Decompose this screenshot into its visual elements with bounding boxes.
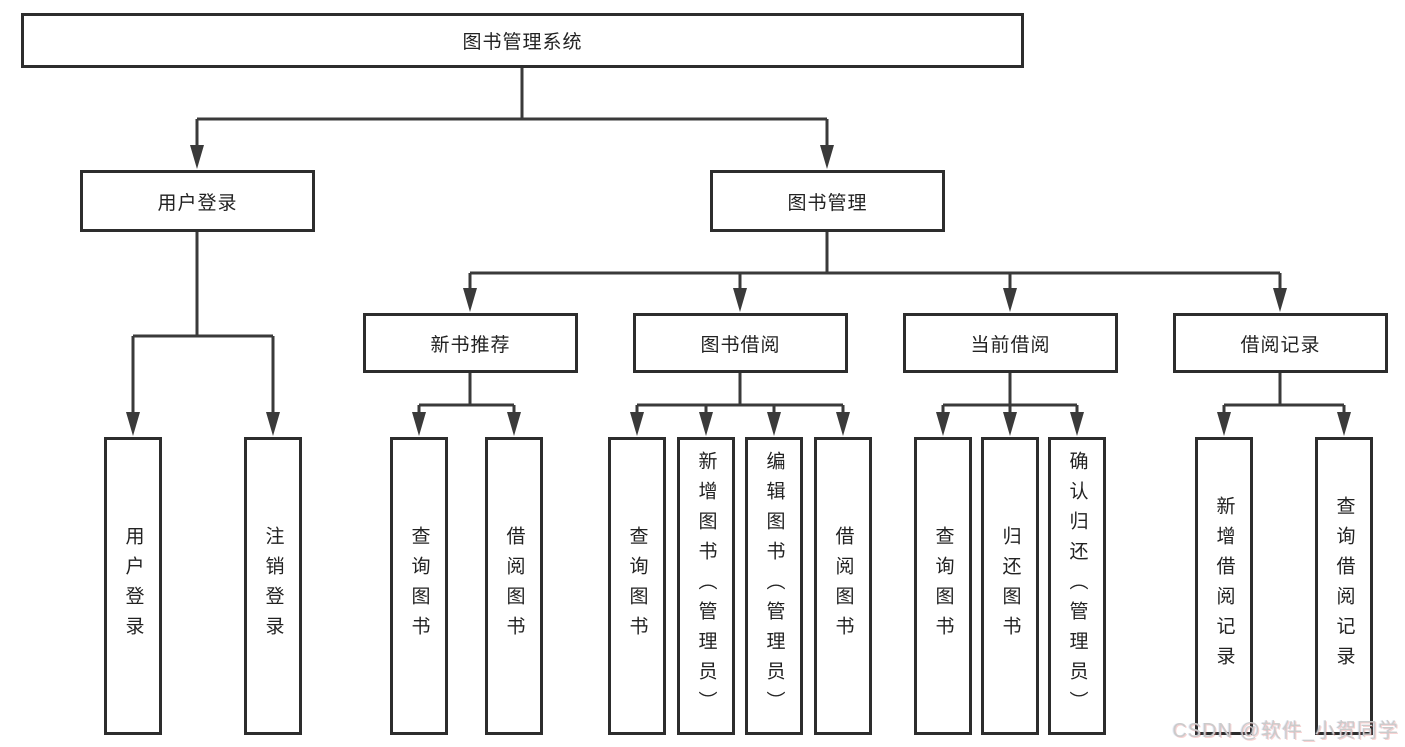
leaf-current-return-book-label: 归还图书 [999, 526, 1021, 646]
leaf-newbooks-query-book: 查询图书 [390, 437, 448, 735]
node-root: 图书管理系统 [21, 13, 1024, 68]
node-current-borrow-label: 当前借阅 [970, 334, 1051, 356]
leaf-borrow-add-book-admin-label: 新增图书（管理员） [695, 451, 717, 721]
leaf-records-add-record-label: 新增借阅记录 [1213, 496, 1235, 676]
arrowheads [126, 145, 1351, 436]
leaf-borrow-query-book-label: 查询图书 [626, 526, 648, 646]
leaf-borrow-edit-book-admin: 编辑图书（管理员） [745, 437, 803, 735]
leaf-borrow-query-book: 查询图书 [608, 437, 666, 735]
leaf-borrow-add-book-admin: 新增图书（管理员） [677, 437, 735, 735]
node-user-login: 用户登录 [80, 170, 315, 232]
leaf-current-query-book: 查询图书 [914, 437, 972, 735]
node-book-borrow: 图书借阅 [633, 313, 848, 373]
leaf-current-query-book-label: 查询图书 [932, 526, 954, 646]
node-new-book-recommend-label: 新书推荐 [430, 334, 511, 356]
leaf-logout-label: 注销登录 [262, 526, 284, 646]
leaf-newbooks-query-book-label: 查询图书 [408, 526, 430, 646]
node-user-login-label: 用户登录 [157, 192, 238, 214]
leaf-current-confirm-return-admin: 确认归还（管理员） [1048, 437, 1106, 735]
node-book-borrow-label: 图书借阅 [700, 334, 781, 356]
node-book-management-label: 图书管理 [787, 192, 868, 214]
node-borrow-records-label: 借阅记录 [1240, 334, 1321, 356]
leaf-user-login-label: 用户登录 [122, 526, 144, 646]
node-book-management: 图书管理 [710, 170, 945, 232]
leaf-current-return-book: 归还图书 [981, 437, 1039, 735]
node-current-borrow: 当前借阅 [903, 313, 1118, 373]
leaf-borrow-edit-book-admin-label: 编辑图书（管理员） [763, 451, 785, 721]
leaf-records-query-record-label: 查询借阅记录 [1333, 496, 1355, 676]
node-root-label: 图书管理系统 [462, 32, 583, 53]
node-borrow-records: 借阅记录 [1173, 313, 1388, 373]
node-new-book-recommend: 新书推荐 [363, 313, 578, 373]
leaf-newbooks-borrow-book: 借阅图书 [485, 437, 543, 735]
leaf-borrow-borrow-book: 借阅图书 [814, 437, 872, 735]
leaf-records-query-record: 查询借阅记录 [1315, 437, 1373, 735]
leaf-newbooks-borrow-book-label: 借阅图书 [503, 526, 525, 646]
leaf-current-confirm-return-admin-label: 确认归还（管理员） [1066, 451, 1088, 721]
leaf-logout: 注销登录 [244, 437, 302, 735]
leaf-records-add-record: 新增借阅记录 [1195, 437, 1253, 735]
leaf-borrow-borrow-book-label: 借阅图书 [832, 526, 854, 646]
leaf-user-login: 用户登录 [104, 437, 162, 735]
